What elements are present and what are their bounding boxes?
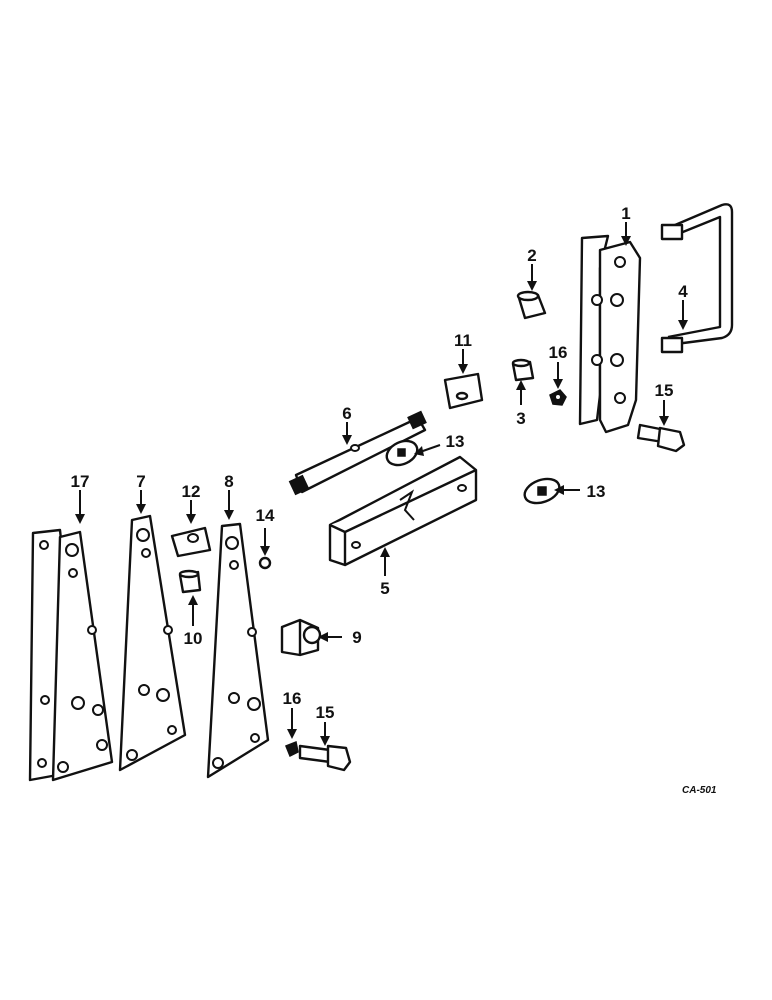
callout-labels: 1 2 3 4 5 6 7 8 9 10 11 12 13 13 14 15 1… (71, 204, 689, 722)
part-6-shaft (288, 410, 427, 496)
callout-8: 8 (224, 472, 233, 491)
part-1-bracket (578, 234, 642, 434)
drawing-code: CA-501 (682, 785, 717, 796)
callout-13-lower: 13 (587, 482, 606, 501)
callout-4: 4 (678, 282, 688, 301)
part-16-fitting-upper (549, 389, 567, 406)
part-15-bolt-upper (636, 423, 686, 453)
part-17-plates (28, 528, 114, 782)
callout-10: 10 (184, 629, 203, 648)
part-13-washer-upper (385, 439, 419, 467)
part-7-plate (118, 514, 187, 772)
callout-13-upper: 13 (446, 432, 465, 451)
part-12-bushing (170, 526, 212, 558)
callout-16-upper: 16 (549, 343, 568, 362)
callout-15-lower: 15 (316, 703, 335, 722)
part-14-nut (258, 556, 272, 570)
callout-9: 9 (352, 628, 361, 647)
callout-15-upper: 15 (655, 381, 674, 400)
part-8-plate (206, 522, 270, 779)
part-2-bushing (516, 290, 547, 320)
part-10-bushing (178, 569, 202, 594)
callout-arrows (75, 222, 688, 746)
callout-6: 6 (342, 404, 351, 423)
part-4-u-bolt (660, 203, 734, 354)
callout-16-lower: 16 (283, 689, 302, 708)
part-16-fitting-lower (285, 740, 299, 758)
part-3-bushing (511, 358, 535, 382)
callout-2: 2 (527, 246, 536, 265)
part-11-pin (443, 372, 484, 410)
callout-7: 7 (136, 472, 145, 491)
callout-11: 11 (454, 331, 472, 350)
callout-1: 1 (621, 204, 630, 223)
part-5-bar (328, 455, 478, 567)
part-15-bolt-lower (298, 744, 352, 772)
callout-3: 3 (516, 409, 525, 428)
callout-14: 14 (256, 506, 275, 525)
part-13-washer-lower (523, 477, 561, 505)
callout-17: 17 (71, 472, 90, 491)
part-9-clip (280, 618, 322, 657)
callout-12: 12 (182, 482, 201, 501)
callout-5: 5 (380, 579, 389, 598)
